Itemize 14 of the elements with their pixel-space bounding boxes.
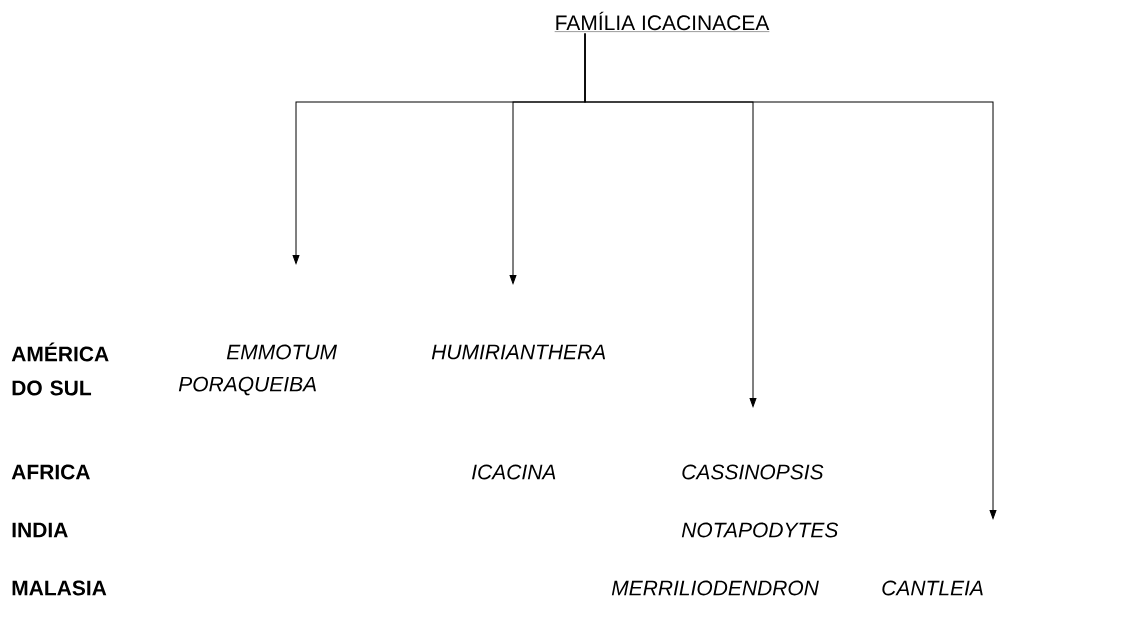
region-name: AFRICA bbox=[11, 464, 90, 480]
region-name: MALASIA bbox=[12, 580, 107, 596]
region-name: INDIA bbox=[12, 522, 68, 538]
genus-name: CANTLEIA bbox=[882, 580, 983, 596]
arrow bbox=[584, 32, 997, 519]
genus-name: NOTAPODYTES bbox=[681, 522, 839, 538]
genus-name: HUMIRIANTHERA bbox=[431, 344, 606, 360]
genus-name: ICACINA bbox=[472, 464, 556, 480]
genus-name: MERRILIODENDRON bbox=[611, 580, 819, 596]
region-name: AMÉRICA DO SUL bbox=[11, 342, 109, 396]
genus-name: CASSINOPSIS bbox=[682, 464, 824, 480]
genus-name: EMMOTUM bbox=[226, 344, 337, 360]
genus-name: PORAQUEIBA bbox=[178, 376, 316, 396]
title: FAMÍLIA ICACINACEA bbox=[554, 11, 770, 32]
